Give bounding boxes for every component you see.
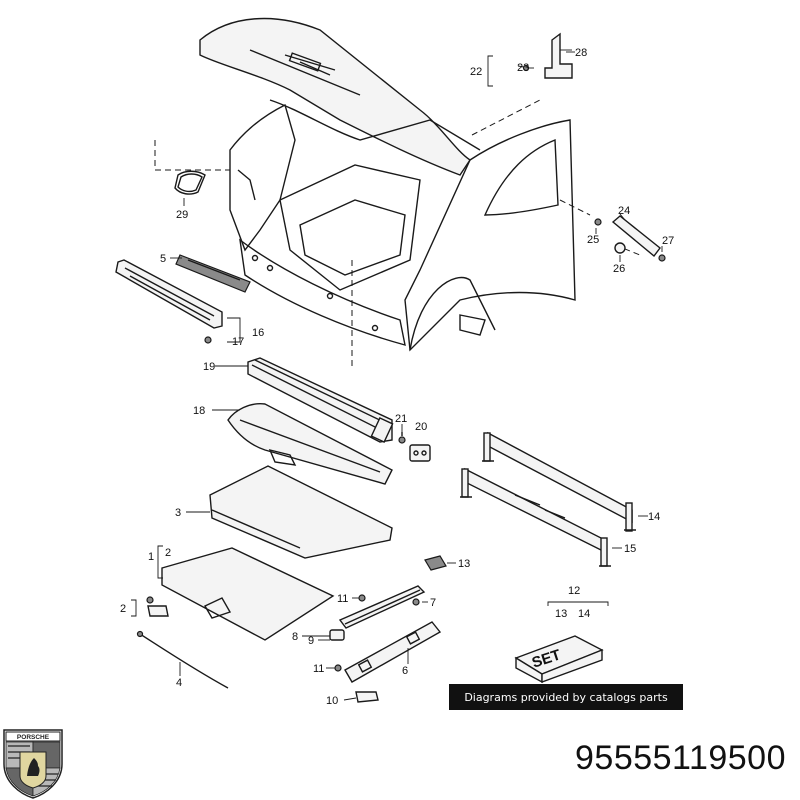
- callout-27: 27: [662, 235, 674, 247]
- callout-22: 22: [470, 66, 482, 78]
- part-12-set-box: SET: [514, 601, 609, 684]
- callout-labels: 28 23 22 29 5 16 17 19 18 21 20 3 14 15 …: [120, 47, 674, 707]
- callout-25: 25: [587, 234, 599, 246]
- car-body: [154, 17, 641, 370]
- porsche-crest-logo: PORSCHE: [3, 729, 63, 799]
- part-15-net-rail: [460, 467, 611, 567]
- part-3-floor-panel: [209, 465, 393, 559]
- callout-24: 24: [618, 205, 630, 217]
- part-25-clip: [594, 218, 602, 226]
- callout-14: 14: [648, 511, 660, 523]
- callout-18: 18: [193, 405, 205, 417]
- part-19-cover-roller: [247, 357, 394, 443]
- part-4-cable: [136, 630, 229, 689]
- callout-1: 1: [148, 551, 154, 563]
- callout-16: 16: [252, 327, 264, 339]
- part-13-cap: [424, 555, 447, 571]
- logo-wordmark: PORSCHE: [17, 734, 50, 741]
- callout-11b: 11: [313, 663, 324, 675]
- part-20-block: [409, 444, 431, 462]
- credit-banner: Diagrams provided by catalogs parts: [449, 684, 683, 710]
- callout-28: 28: [575, 47, 587, 59]
- callout-2a: 2: [165, 547, 171, 559]
- callout-7: 7: [430, 597, 436, 609]
- callout-12: 12: [568, 585, 580, 597]
- part-26-bushing: [614, 242, 626, 254]
- part-14-net-rail: [482, 431, 636, 532]
- part-number: 95555119500: [575, 739, 786, 777]
- part-9-block: [329, 629, 345, 641]
- callout-6: 6: [402, 665, 408, 677]
- callout-4: 4: [176, 677, 182, 689]
- callout-2: 2: [120, 603, 126, 615]
- callout-20: 20: [415, 421, 427, 433]
- callout-10: 10: [326, 695, 338, 707]
- callout-9: 9: [308, 635, 314, 647]
- callout-8: 8: [292, 631, 298, 643]
- part-18-luggage-cover: [227, 403, 393, 485]
- part-2-latch: [131, 596, 169, 617]
- part-1-floor-cover: [157, 545, 335, 641]
- callout-21: 21: [395, 413, 407, 425]
- callout-3: 3: [175, 507, 181, 519]
- callout-17: 17: [232, 336, 244, 348]
- callout-23: 23: [517, 62, 529, 74]
- leader-lines: [170, 51, 663, 701]
- callout-19: 19: [203, 361, 215, 373]
- callout-11a: 11: [337, 593, 348, 605]
- part-27-screw: [658, 254, 666, 262]
- part-16-sill-plate: [115, 259, 241, 344]
- callout-12-14: 14: [578, 608, 590, 620]
- part-21-bolt: [398, 432, 406, 444]
- callout-13: 13: [458, 558, 470, 570]
- callout-26: 26: [613, 263, 625, 275]
- part-5-trim: [175, 254, 251, 293]
- part-29-seal: [174, 170, 206, 206]
- part-10-bracket: [355, 691, 379, 703]
- callout-15: 15: [624, 543, 636, 555]
- callout-12-13: 13: [555, 608, 567, 620]
- part-24-strut: [611, 215, 661, 258]
- callout-29: 29: [176, 209, 188, 221]
- part-28-bracket: [544, 32, 573, 79]
- callout-5: 5: [160, 253, 166, 265]
- part-7-rail: [338, 585, 426, 629]
- part-6-base-plate: [344, 621, 442, 683]
